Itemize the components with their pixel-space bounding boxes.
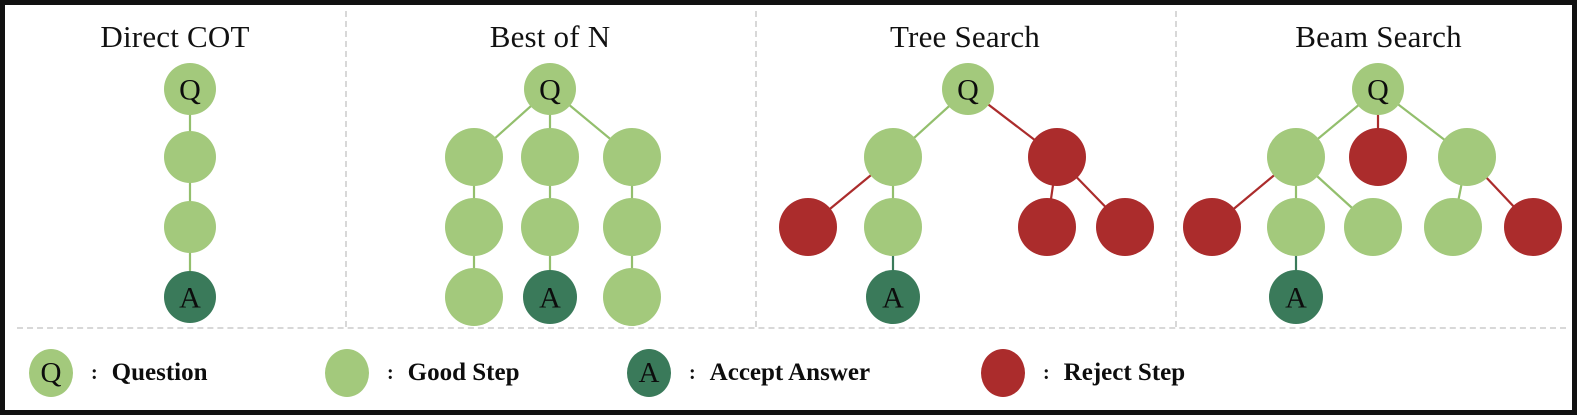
legend: Q: Question: Good Step A: Accept Answer: Reje… (5, 329, 1572, 410)
legend-separator-accept-answer: : (689, 361, 696, 384)
node-direct-cot-s2-good-step[interactable] (164, 201, 216, 253)
legend-item-accept-answer: A: Accept Answer (627, 347, 870, 399)
node-direct-cot-q-question[interactable] (164, 63, 216, 115)
node-beam-search-c4-good-step[interactable] (1424, 198, 1482, 256)
node-label-tree-search-a: A (882, 282, 904, 315)
legend-item-good-step: : Good Step (325, 347, 520, 399)
panel-divider-3 (1175, 11, 1177, 327)
node-beam-search-c3-good-step[interactable] (1344, 198, 1402, 256)
node-best-of-n-l1-good-step[interactable] (445, 128, 503, 186)
node-tree-search-rr-reject-step[interactable] (1028, 128, 1086, 186)
node-beam-search-c1-reject-step[interactable] (1183, 198, 1241, 256)
legend-label-question: Question (111, 359, 208, 386)
legend-item-question: Q: Question (29, 347, 208, 399)
legend-separator-reject-step: : (1043, 361, 1050, 384)
legend-separator-question: : (91, 361, 98, 384)
node-tree-search-rr1-reject-step[interactable] (1018, 198, 1076, 256)
legend-label-good-step: Good Step (407, 359, 520, 386)
node-beam-search-c2-good-step[interactable] (1267, 198, 1325, 256)
legend-swatch-reject-step (981, 349, 1025, 397)
node-layer: QA (779, 63, 1154, 324)
node-best-of-n-m2-good-step[interactable] (521, 198, 579, 256)
graph-best-of-n: QA (445, 63, 661, 326)
node-beam-search-a-accept-answer[interactable] (1269, 270, 1323, 324)
node-direct-cot-s1-good-step[interactable] (164, 131, 216, 183)
node-best-of-n-l3-good-step[interactable] (445, 268, 503, 326)
node-best-of-n-r3-good-step[interactable] (603, 268, 661, 326)
panel-title-tree-search: Tree Search (890, 19, 1040, 54)
node-label-beam-search-a: A (1285, 282, 1307, 315)
node-best-of-n-q-question[interactable] (524, 63, 576, 115)
node-best-of-n-r2-good-step[interactable] (603, 198, 661, 256)
node-beam-search-b3-good-step[interactable] (1438, 128, 1496, 186)
edge-layer (807, 88, 1126, 297)
node-tree-search-rr2-reject-step[interactable] (1096, 198, 1154, 256)
legend-swatch-good-step (325, 349, 369, 397)
node-layer: QA (1183, 63, 1562, 324)
edge-layer (472, 88, 634, 297)
node-beam-search-b1-good-step[interactable] (1267, 128, 1325, 186)
node-tree-search-gl2-good-step[interactable] (864, 198, 922, 256)
node-label-direct-cot-q: Q (179, 74, 201, 107)
panel-title-direct-cot: Direct COT (100, 19, 250, 54)
legend-swatch-question: Q (29, 349, 73, 397)
node-label-beam-search-q: Q (1367, 74, 1389, 107)
panel-title-best-of-n: Best of N (489, 19, 611, 54)
node-best-of-n-l2-good-step[interactable] (445, 198, 503, 256)
node-label-best-of-n-q: Q (539, 74, 561, 107)
node-label-direct-cot-a: A (179, 282, 201, 315)
legend-swatch-accept-answer: A (627, 349, 671, 397)
node-tree-search-q-question[interactable] (942, 63, 994, 115)
node-beam-search-q-question[interactable] (1352, 63, 1404, 115)
node-beam-search-b2-reject-step[interactable] (1349, 128, 1407, 186)
node-direct-cot-a-accept-answer[interactable] (164, 271, 216, 323)
node-best-of-n-a-accept-answer[interactable] (523, 270, 577, 324)
node-best-of-n-m1-good-step[interactable] (521, 128, 579, 186)
graph-beam-search: QA (1183, 63, 1562, 324)
panel-divider-2 (755, 11, 757, 327)
node-beam-search-c5-reject-step[interactable] (1504, 198, 1562, 256)
legend-item-reject-step: : Reject Step (981, 347, 1185, 399)
legend-label-accept-answer: Accept Answer (709, 359, 871, 386)
legend-label-reject-step: Reject Step (1063, 359, 1186, 386)
legend-separator-good-step: : (387, 361, 394, 384)
node-label-best-of-n-a: A (539, 282, 561, 315)
graph-tree-search: QA (779, 63, 1154, 324)
panel-title-beam-search: Beam Search (1295, 19, 1462, 54)
node-tree-search-rl2-reject-step[interactable] (779, 198, 837, 256)
panel-divider-1 (345, 11, 347, 327)
node-tree-search-gl-good-step[interactable] (864, 128, 922, 186)
node-label-tree-search-q: Q (957, 74, 979, 107)
edge-layer (1211, 88, 1534, 297)
node-best-of-n-r1-good-step[interactable] (603, 128, 661, 186)
node-layer: QA (445, 63, 661, 326)
graph-direct-cot: QA (164, 63, 216, 323)
node-tree-search-a-accept-answer[interactable] (866, 270, 920, 324)
legend-divider (17, 327, 1566, 329)
node-layer: QA (164, 63, 216, 323)
